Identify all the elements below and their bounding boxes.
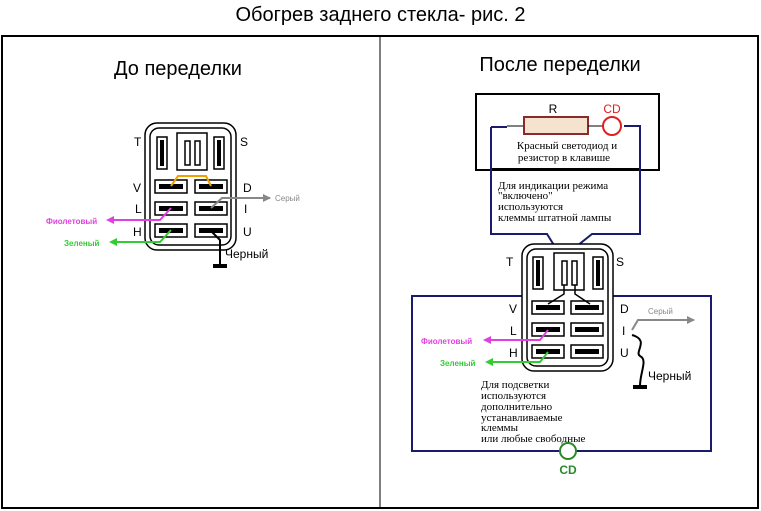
led-cd-bottom — [559, 442, 577, 460]
pin-label-s: S — [240, 135, 248, 149]
gray-wire-label-left: Серый — [275, 194, 300, 203]
note-middle-line-2: "включено" — [498, 190, 553, 202]
violet-wire-right — [483, 329, 549, 344]
green-wire-left — [109, 229, 172, 246]
note-bottom-line-4: устанавливаемые — [481, 412, 563, 424]
right-panel: После переделки R CD Красный светодиод и… — [411, 54, 712, 477]
note-bottom-line-2: используются — [481, 390, 546, 402]
gray-wire-left — [210, 194, 271, 209]
note-top-line-2: резистор в клавише — [518, 152, 610, 164]
pin-label-u-right: U — [620, 346, 629, 360]
note-middle-line-4: клеммы штатной лампы — [498, 212, 612, 224]
violet-wire-left — [106, 207, 172, 224]
green-wire-label-right: Зеленый — [440, 359, 476, 368]
led-cd-top — [602, 116, 622, 136]
black-wire-label-left: Черный — [225, 247, 268, 261]
pin-label-u: U — [243, 225, 252, 239]
resistor-label: R — [549, 102, 558, 116]
resistor — [523, 116, 589, 135]
terminals-right — [531, 300, 604, 359]
pin-label-l-right: L — [510, 324, 517, 338]
note-bottom-line-5: клеммы — [481, 422, 519, 434]
note-middle-line-3: используются — [498, 201, 563, 213]
page-title: Обогрев заднего стекла- рис. 2 — [235, 4, 526, 26]
pin-label-t-right: T — [506, 255, 514, 269]
cd-label-bottom: CD — [559, 463, 577, 477]
cd-label-top: CD — [603, 102, 621, 116]
pin-label-v-right: V — [509, 302, 517, 316]
pin-label-t: T — [134, 135, 142, 149]
violet-wire-label-right: Фиолетовый — [421, 337, 472, 346]
green-wire-right — [485, 351, 549, 366]
pin-label-h-right: H — [509, 346, 518, 360]
lamp-socket-left — [176, 132, 208, 171]
gray-wire-label-right: Серый — [648, 307, 673, 316]
black-wire-label-right: Черный — [648, 369, 691, 383]
pin-label-l: L — [135, 202, 142, 216]
pin-label-i: I — [244, 202, 247, 216]
pin-label-v: V — [133, 181, 141, 195]
black-wire-left — [210, 230, 221, 266]
pin-label-d-right: D — [620, 302, 629, 316]
gray-wire-right — [631, 316, 695, 331]
left-panel: До переделки T S V D — [46, 58, 300, 268]
note-bottom-line-3: дополнительно — [481, 401, 553, 413]
black-wire-right — [631, 334, 645, 387]
note-bottom-line-6: или любые свободные — [481, 433, 585, 445]
lamp-socket-right — [553, 252, 585, 291]
right-heading: После переделки — [479, 54, 640, 76]
note-bottom-line-1: Для подсветки — [481, 379, 550, 391]
note-middle-line-1: Для индикации режима — [498, 180, 608, 192]
green-wire-label-left: Зеленый — [64, 239, 100, 248]
jumper-wire-left — [170, 175, 212, 187]
switch-body-right — [521, 243, 614, 372]
pin-label-d: D — [243, 181, 252, 195]
pin-label-h: H — [133, 225, 142, 239]
terminals-left — [154, 179, 228, 238]
pin-label-s-right: S — [616, 255, 624, 269]
pin-label-i-right: I — [622, 324, 625, 338]
violet-wire-label-left: Фиолетовый — [46, 217, 97, 226]
note-top-line-1: Красный светодиод и — [517, 140, 617, 152]
left-heading: До переделки — [114, 58, 242, 80]
